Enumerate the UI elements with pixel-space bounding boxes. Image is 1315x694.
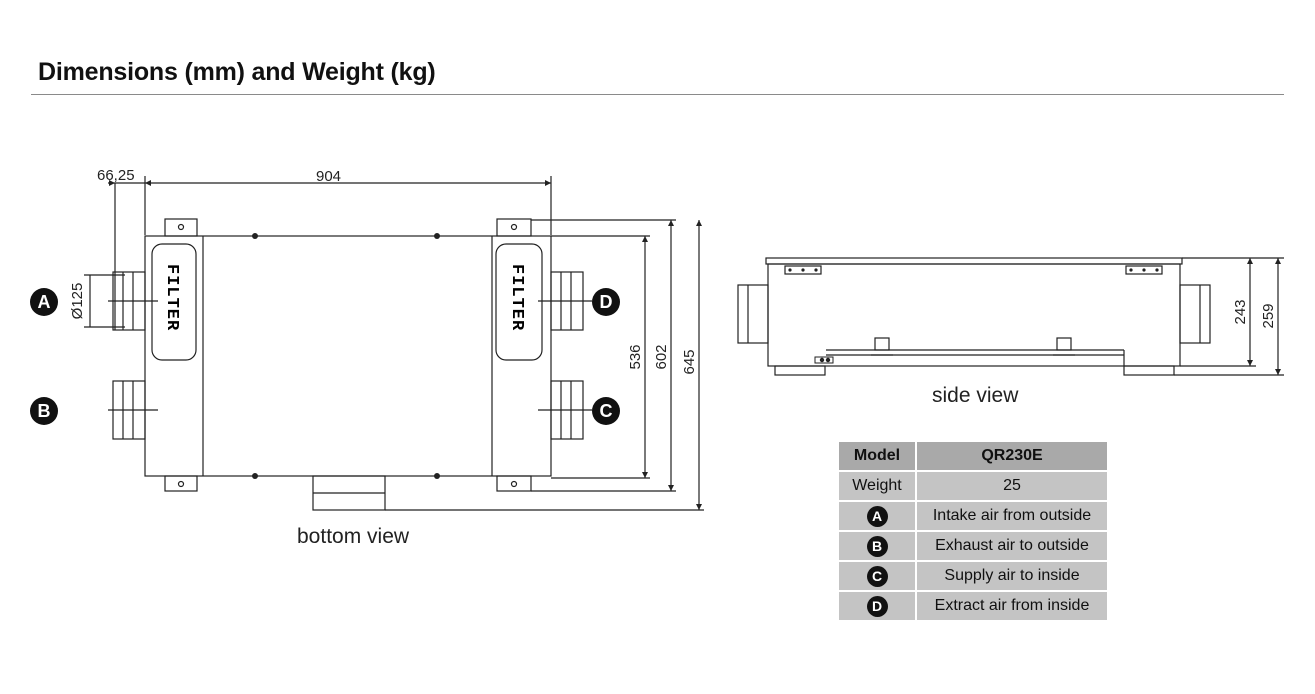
dim-offset-label: 66,25 [97, 167, 135, 184]
table-row-weight: Weight 25 [839, 472, 1107, 500]
table-row: A Intake air from outside [839, 502, 1107, 530]
port-badge-c: C [866, 565, 888, 587]
page-title: Dimensions (mm) and Weight (kg) [38, 58, 436, 86]
bottom-view-caption: bottom view [297, 525, 410, 548]
dim-width-label: 904 [316, 168, 341, 185]
model-label: Model [839, 442, 915, 470]
port-description: Supply air to inside [917, 562, 1107, 590]
table-row: B Exhaust air to outside [839, 532, 1107, 560]
side-dim-259-label: 259 [1260, 303, 1277, 328]
port-marker-c: C [592, 397, 620, 425]
port-badge-a: A [866, 505, 888, 527]
bottom-view-drawing: FILTER FILTER 66,25 904 Ø125 536 602 645… [30, 167, 704, 548]
model-value: QR230E [917, 442, 1107, 470]
svg-text:C: C [600, 401, 613, 421]
side-view-drawing: 243 259 side view [737, 257, 1284, 407]
port-marker-a: A [30, 288, 58, 316]
dim-height-602-label: 602 [653, 344, 670, 369]
port-description: Extract air from inside [917, 592, 1107, 620]
svg-text:B: B [38, 401, 51, 421]
filter-label-left: FILTER [162, 264, 181, 331]
port-marker-d: D [592, 288, 620, 316]
port-badge-b: B [866, 535, 888, 557]
filter-label-right: FILTER [507, 264, 526, 331]
spec-table: Model QR230E Weight 25 A Intake air from… [837, 440, 1109, 622]
port-marker-b: B [30, 397, 58, 425]
port-description: Intake air from outside [917, 502, 1107, 530]
dim-height-536-label: 536 [627, 344, 644, 369]
svg-text:D: D [600, 292, 613, 312]
side-dim-243-label: 243 [1232, 299, 1249, 324]
weight-label: Weight [839, 472, 915, 500]
table-row: D Extract air from inside [839, 592, 1107, 620]
port-badge-d: D [866, 595, 888, 617]
svg-text:A: A [38, 292, 51, 312]
weight-value: 25 [917, 472, 1107, 500]
dim-diameter-label: Ø125 [69, 283, 86, 320]
table-row: C Supply air to inside [839, 562, 1107, 590]
title-divider [31, 94, 1284, 95]
table-header-row: Model QR230E [839, 442, 1107, 470]
side-view-caption: side view [932, 384, 1019, 407]
dim-height-645-label: 645 [681, 349, 698, 374]
port-description: Exhaust air to outside [917, 532, 1107, 560]
